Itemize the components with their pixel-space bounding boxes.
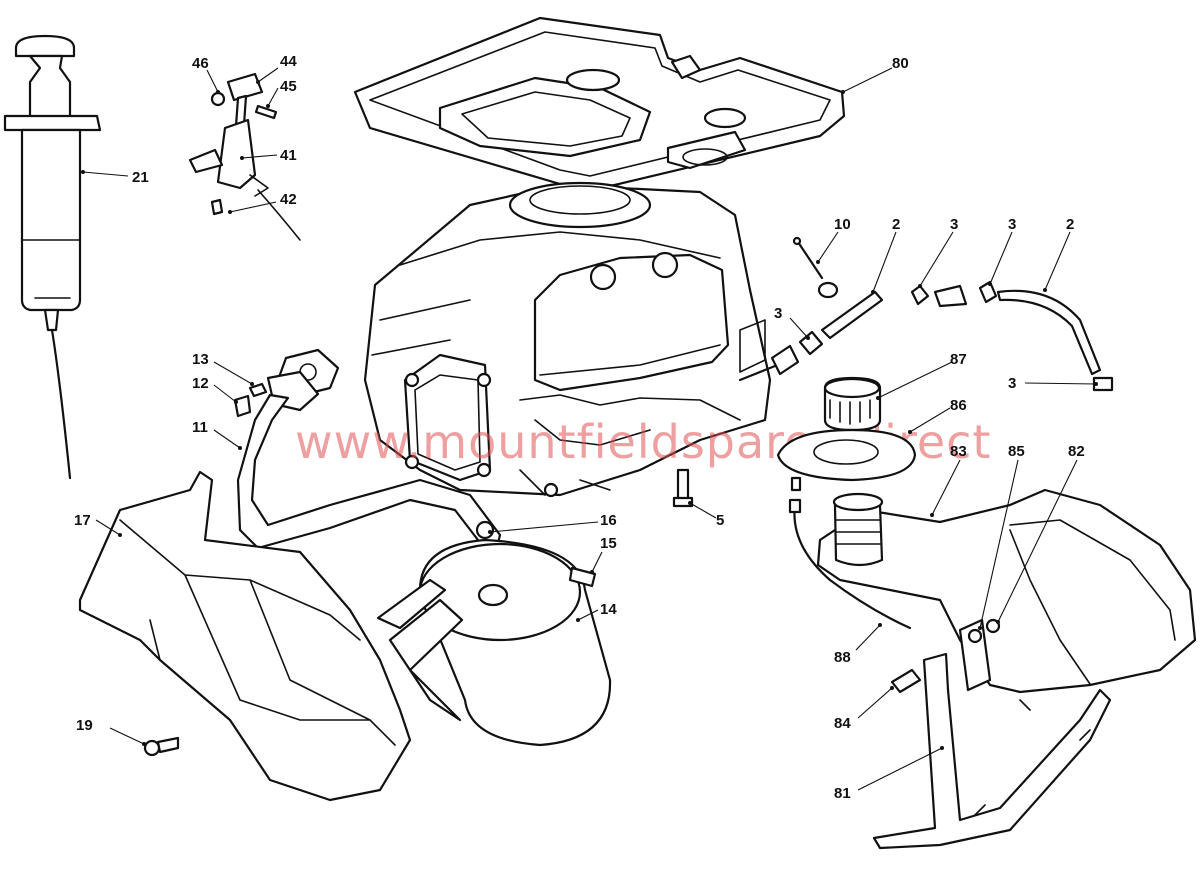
callout-80: 80: [892, 55, 909, 72]
callout-11: 11: [192, 419, 208, 436]
callout-10: 10: [834, 216, 851, 233]
tank-bracket-part: [872, 652, 1112, 850]
callout-5: 5: [716, 512, 724, 529]
callout-19: 19: [76, 717, 93, 734]
callout-87: 87: [950, 351, 967, 368]
callout-labels: 80 46 44 45 41 42 21 10 2 3 3 2 3 87 3 8…: [74, 53, 1085, 802]
callout-2-right: 2: [1066, 216, 1074, 233]
callout-83: 83: [950, 443, 967, 460]
callout-2-left: 2: [892, 216, 900, 233]
heat-shield-part: [78, 470, 412, 802]
throttle-lever-part: [188, 72, 301, 241]
callout-82: 82: [1068, 443, 1085, 460]
breather-tubes-part: [738, 236, 1114, 392]
silencer-part: [376, 468, 694, 747]
callout-41: 41: [280, 147, 297, 164]
callout-3-hose-clip-b: 3: [1008, 216, 1016, 233]
air-filter-cover-part: [353, 16, 846, 194]
callout-3-hose-clip-d: 3: [774, 305, 782, 322]
callout-13: 13: [192, 351, 209, 368]
callout-3-hose-clip-c: 3: [1008, 375, 1016, 392]
callout-81: 81: [834, 785, 851, 802]
fuel-tank-part: [788, 476, 1197, 694]
callout-44: 44: [280, 53, 297, 70]
callout-14: 14: [600, 601, 617, 618]
leader-lines: [81, 67, 1098, 791]
callout-21: 21: [132, 169, 149, 186]
callout-3-hose-clip-a: 3: [950, 216, 958, 233]
callout-88: 88: [834, 649, 851, 666]
callout-16: 16: [600, 512, 617, 529]
callout-46: 46: [192, 55, 209, 72]
callout-15: 15: [600, 535, 617, 552]
callout-84: 84: [834, 715, 851, 732]
oil-syringe-part: [3, 34, 102, 480]
callout-45: 45: [280, 78, 297, 95]
callout-12: 12: [192, 375, 209, 392]
callout-42: 42: [280, 191, 297, 208]
callout-85: 85: [1008, 443, 1025, 460]
callout-86: 86: [950, 397, 967, 414]
callout-17: 17: [74, 512, 91, 529]
fuel-cap-part: [776, 376, 917, 482]
engine-block-part: [363, 181, 772, 498]
